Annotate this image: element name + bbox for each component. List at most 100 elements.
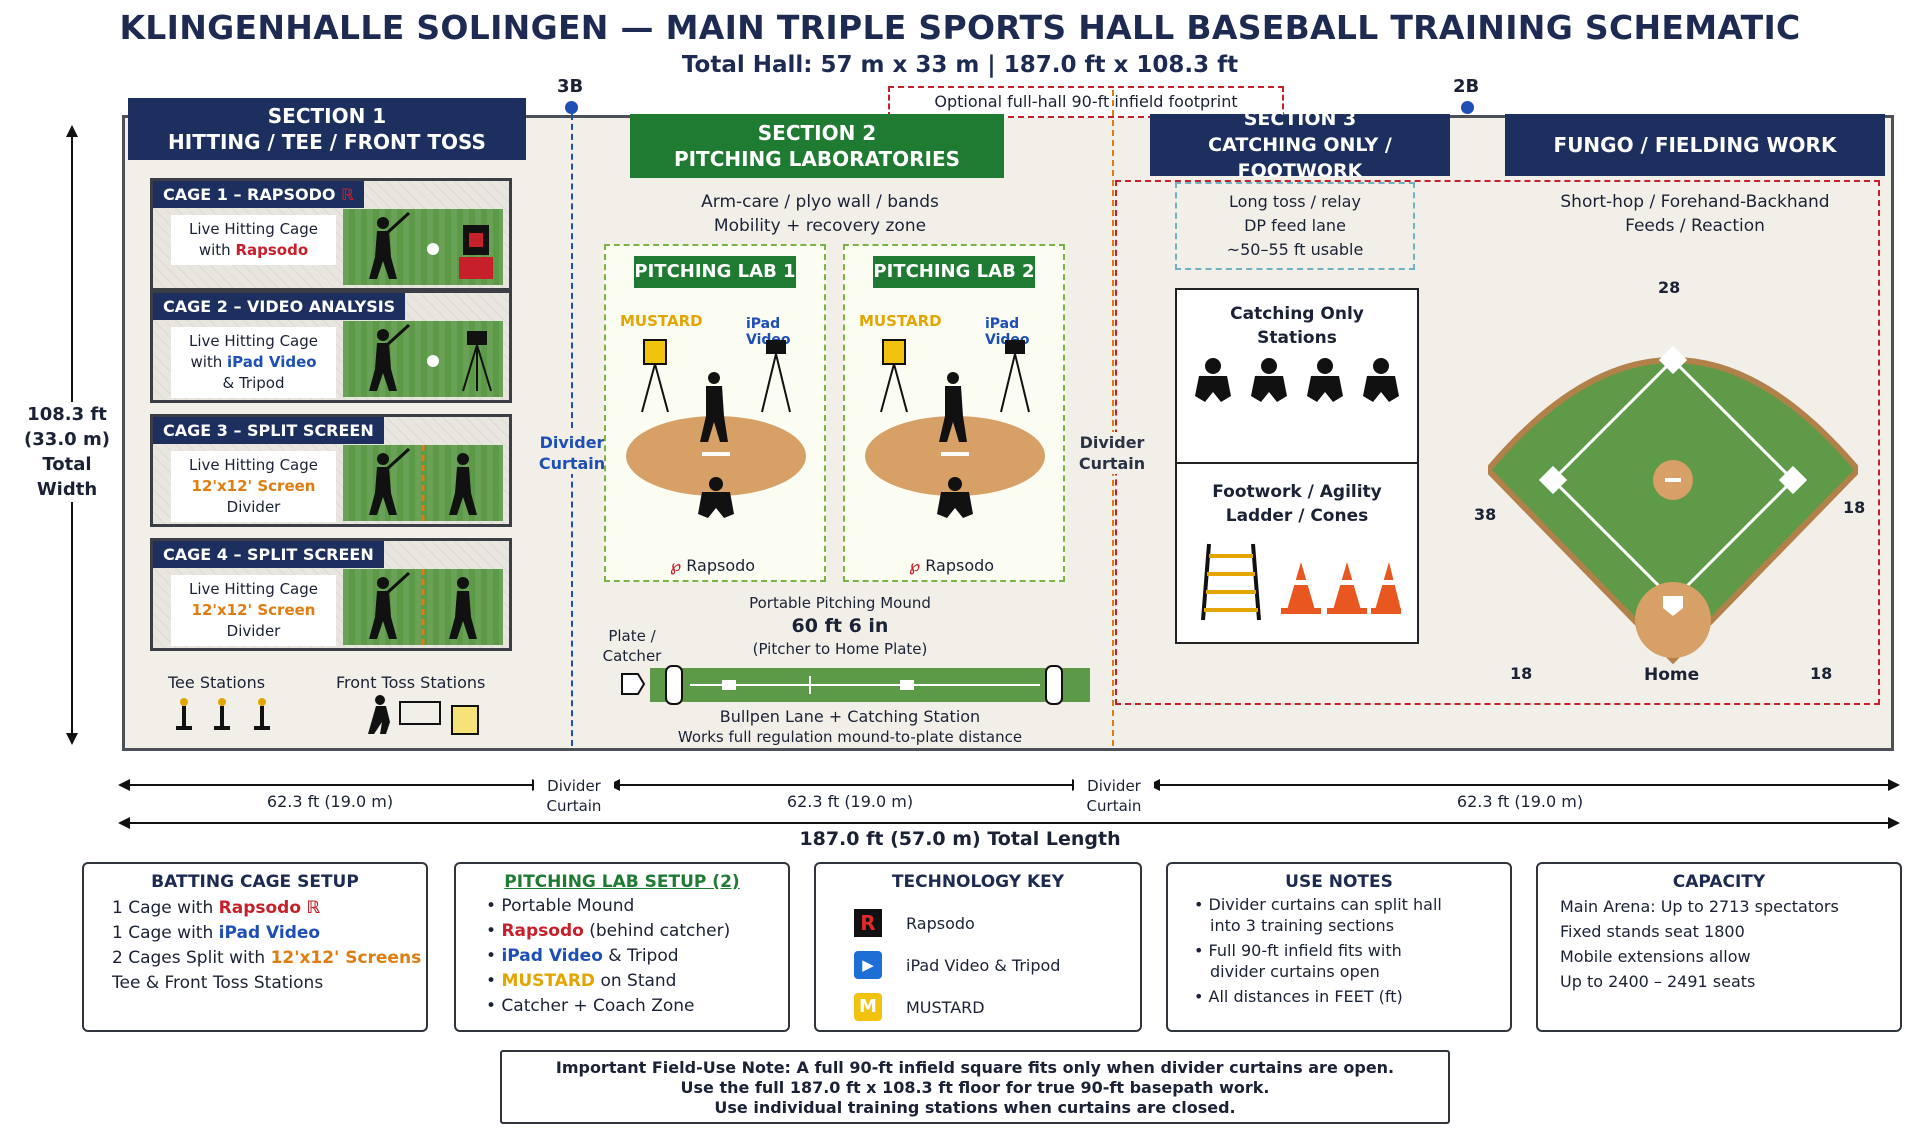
front-toss-label: Front Toss Stations — [336, 673, 486, 692]
optional-footprint-label: Optional full-hall 90-ft infield footpri… — [888, 86, 1284, 118]
lab-2-mound-scene — [865, 339, 1045, 518]
divider-curtain-2-line — [1112, 90, 1114, 746]
cage-3-title: CAGE 3 – SPLIT SCREEN — [153, 417, 384, 444]
cage-3: CAGE 3 – SPLIT SCREEN Live Hitting Cage … — [150, 414, 512, 527]
rapsodo-icon: R — [854, 909, 882, 937]
recovery-zone-label: Arm-care / plyo wall / bands Mobility + … — [701, 192, 939, 236]
split-screen-batters-icon — [369, 569, 477, 645]
dimension-bottom-left: 18 — [1510, 664, 1533, 683]
lab-1-mound-scene — [626, 339, 806, 518]
rapsodo-logo-icon: ℝ — [341, 185, 354, 204]
plate-catcher-label: Plate / Catcher — [602, 627, 662, 665]
batting-line-2: 1 Cage with iPad Video — [112, 923, 321, 943]
infield-diagram — [1488, 345, 1858, 665]
lab-2-mustard-label: MUSTARD — [859, 312, 942, 330]
ladder-cones-icon — [1201, 543, 1401, 621]
bullpen-lane — [621, 665, 1090, 705]
use-note-1b: into 3 training sections — [1210, 916, 1395, 935]
bullpen-label: Bullpen Lane + Catching Station Works fu… — [677, 707, 1023, 746]
page-subtitle: Total Hall: 57 m x 33 m | 187.0 ft x 108… — [681, 52, 1239, 78]
tech-key-ipad: ▶ iPad Video & Tripod — [854, 944, 1060, 986]
lab-1-rapsodo: ℘ Rapsodo — [670, 556, 756, 575]
stations-divider — [1177, 462, 1417, 464]
batter-with-rapsodo-icon — [369, 211, 493, 279]
section-3-header: SECTION 3 CATCHING ONLY / FOOTWORK — [1150, 108, 1450, 182]
batting-line-1: 1 Cage with Rapsodo ℝ — [112, 898, 321, 918]
segment-3-length: 62.3 ft (19.0 m) — [1456, 792, 1584, 811]
tee-stations-icon — [176, 698, 270, 730]
pitching-setup-box: PITCHING LAB SETUP (2) • Portable Mound … — [454, 862, 790, 1032]
cage-3-description: Live Hitting Cage 12'x12' Screen Divider — [171, 451, 336, 522]
batting-line-4: Tee & Front Toss Stations — [112, 973, 324, 993]
fungo-header: FUNGO / FIELDING WORK — [1505, 114, 1885, 176]
section-3-stations: Catching Only Stations Footwork / Agilit… — [1175, 288, 1419, 644]
cage-1-description: Live Hitting Cage with Rapsodo — [171, 215, 336, 265]
cage-1-title: CAGE 1 – RAPSODO ℝ — [153, 181, 364, 208]
third-base-marker — [565, 101, 578, 114]
tee-stations-label: Tee Stations — [168, 673, 266, 692]
width-label: 108.3 ft (33.0 m) Total Width — [20, 402, 114, 502]
fungo-description: Short-hop / Forehand-Backhand Feeds / Re… — [1560, 192, 1830, 236]
mustard-icon: M — [854, 993, 882, 1021]
front-toss-icon — [368, 695, 479, 735]
field-use-note: Important Field-Use Note: A full 90-ft i… — [500, 1050, 1450, 1124]
video-camera-icon: ▶ — [854, 951, 882, 979]
cage-4-description: Live Hitting Cage 12'x12' Screen Divider — [171, 575, 336, 646]
use-note-3: • All distances in FEET (ft) — [1194, 987, 1403, 1006]
use-notes-box: USE NOTES • Divider curtains can split h… — [1166, 862, 1512, 1032]
cage-1: CAGE 1 – RAPSODO ℝ Live Hitting Cage wit… — [150, 178, 512, 291]
cage-2: CAGE 2 – VIDEO ANALYSIS Live Hitting Cag… — [150, 290, 512, 403]
rapsodo-logo-icon: ℘ — [909, 556, 921, 575]
cage-3-turf — [343, 445, 503, 521]
second-base-marker — [1461, 101, 1474, 114]
use-note-1: • Divider curtains can split hall — [1194, 895, 1442, 914]
cage-4-title: CAGE 4 – SPLIT SCREEN — [153, 541, 384, 568]
cage-4: CAGE 4 – SPLIT SCREEN Live Hitting Cage … — [150, 538, 512, 651]
cage-4-turf — [343, 569, 503, 645]
capacity-line-2: Fixed stands seat 1800 — [1560, 922, 1745, 941]
batting-setup-box: BATTING CAGE SETUP 1 Cage with Rapsodo ℝ… — [82, 862, 428, 1032]
length-dimension-arrows — [118, 779, 1900, 829]
section-1-header: SECTION 1 HITTING / TEE / FRONT TOSS — [128, 98, 526, 160]
dimension-left: 38 — [1474, 505, 1497, 524]
home-plate-label: Home — [1644, 665, 1700, 685]
total-length: 187.0 ft (57.0 m) Total Length — [660, 828, 1260, 850]
capacity-box: CAPACITY Main Arena: Up to 2713 spectato… — [1536, 862, 1902, 1032]
catching-stations-label: Catching Only Stations — [1230, 304, 1364, 348]
cage-1-turf — [343, 209, 503, 285]
use-note-2b: divider curtains open — [1210, 962, 1380, 981]
segment-1-length: 62.3 ft (19.0 m) — [266, 792, 394, 811]
divider-curtain-1-line — [571, 114, 573, 746]
long-toss-zone: Long toss / relay DP feed lane ~50–55 ft… — [1175, 182, 1415, 270]
pitching-line-3: • iPad Video & Tripod — [486, 946, 679, 966]
use-note-2: • Full 90-ft infield fits with — [1194, 941, 1402, 960]
pitching-lab-2: PITCHING LAB 2 MUSTARD iPad Video ℘ Raps… — [843, 244, 1065, 582]
page-title: KLINGENHALLE SOLINGEN — MAIN TRIPLE SPOR… — [119, 8, 1801, 47]
catchers-icon — [1195, 358, 1399, 402]
cage-2-description: Live Hitting Cage with iPad Video & Trip… — [171, 327, 336, 398]
pitching-lab-1-title: PITCHING LAB 1 — [634, 256, 796, 288]
pitching-line-4: • MUSTARD on Stand — [486, 971, 677, 991]
rapsodo-logo-icon: ℝ — [306, 898, 321, 918]
pitching-lab-2-title: PITCHING LAB 2 — [873, 256, 1035, 288]
lab-2-rapsodo: ℘ Rapsodo — [909, 556, 995, 575]
capacity-line-1: Main Arena: Up to 2713 spectators — [1560, 897, 1839, 916]
tech-key-mustard: M MUSTARD — [854, 986, 1060, 1028]
dimension-right: 18 — [1843, 498, 1866, 517]
pitching-line-1: • Portable Mound — [486, 896, 635, 916]
dimension-bottom-right: 18 — [1810, 664, 1833, 683]
pitching-line-5: • Catcher + Coach Zone — [486, 996, 695, 1016]
pitching-lab-1: PITCHING LAB 1 MUSTARD iPad Video ℘ Raps… — [604, 244, 826, 582]
capacity-line-3: Mobile extensions allow — [1560, 947, 1751, 966]
third-base-label: 3B — [557, 76, 584, 97]
technology-key-box: TECHNOLOGY KEY R Rapsodo ▶ iPad Video & … — [814, 862, 1142, 1032]
portable-mound-label: Portable Pitching Mound 60 ft 6 in (Pitc… — [749, 594, 931, 658]
pitching-line-2: • Rapsodo (behind catcher) — [486, 921, 731, 941]
batter-with-camera-icon — [369, 323, 492, 392]
cage-2-title: CAGE 2 – VIDEO ANALYSIS — [153, 293, 406, 320]
lab-1-mustard-label: MUSTARD — [620, 312, 703, 330]
